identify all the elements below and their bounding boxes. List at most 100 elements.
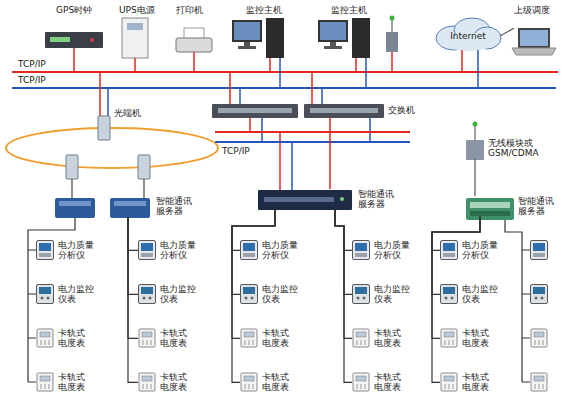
rail-meter-icon <box>241 373 257 391</box>
rail-meter-icon <box>139 373 155 391</box>
meter-node: 卡轨式电度表 <box>36 328 87 349</box>
meter-node: 卡轨式电度表 <box>36 372 87 393</box>
device-label: 打印机 <box>176 5 203 15</box>
wire <box>239 88 241 104</box>
gps-clock-icon <box>45 32 103 48</box>
node-label: 卡轨式电度表 <box>374 372 403 393</box>
connector <box>474 159 475 196</box>
rail-meter-icon <box>37 329 53 347</box>
meter-node: 电力监控仪表 <box>240 284 300 305</box>
host-tower <box>266 18 284 58</box>
node-label: 卡轨式电度表 <box>462 372 491 393</box>
node-label: 卡轨式电度表 <box>262 372 291 393</box>
power-quality-analyzer-icon <box>139 241 156 260</box>
wire <box>229 72 231 104</box>
rail-meter-icon <box>531 373 547 391</box>
node-label: 电力监控仪表 <box>462 284 500 305</box>
node-label: 打印机 <box>176 5 203 15</box>
connector <box>232 210 275 339</box>
host-tower <box>352 18 370 58</box>
rail-meter-icon <box>353 329 369 347</box>
meter-node: 卡轨式电度表 <box>352 372 403 393</box>
connector <box>329 117 331 189</box>
server-body <box>110 198 150 218</box>
switch-ports <box>218 108 292 113</box>
antenna <box>392 20 393 32</box>
node-label: 智能通讯服务器 <box>358 189 396 210</box>
red-wires <box>74 48 462 190</box>
rail-meter-icon <box>441 329 457 347</box>
server-panel <box>470 202 510 208</box>
host-icon <box>232 18 284 58</box>
node-label: 电力质量分析仪 <box>262 240 300 261</box>
node-label: 电力监控仪表 <box>58 284 96 305</box>
node-label: 电力监控仪表 <box>374 284 412 305</box>
monitor-base <box>238 46 256 49</box>
printer-body <box>176 38 212 52</box>
power-quality-analyzer-icon <box>441 241 458 260</box>
ups-panel <box>127 23 143 30</box>
tcpip-bus <box>12 71 558 73</box>
switch-body <box>304 104 384 118</box>
internet-cloud <box>436 18 501 51</box>
server-node: 智能通讯服务器 <box>258 189 396 210</box>
optical-ring <box>6 128 218 168</box>
meter-node: 卡轨式电度表 <box>240 372 291 393</box>
optical-transceiver <box>98 116 110 140</box>
protocol-label: TCP/IP <box>222 146 250 156</box>
server-body <box>55 198 95 218</box>
node-label: 智能通讯服务器 <box>156 196 194 217</box>
wireless-module-icon <box>466 122 484 161</box>
server-node: 智能通讯服务器 <box>110 196 194 217</box>
device-label: UPS电源 <box>119 5 155 15</box>
meter-node: 卡轨式电度表 <box>240 328 291 349</box>
rail-meter-icon <box>37 373 53 391</box>
connector <box>500 28 514 36</box>
meter-bus-wire <box>505 220 530 382</box>
meter-node: 电力质量分析仪 <box>138 240 198 261</box>
switch-icon <box>212 104 298 118</box>
laptop-node: 上级调度 <box>514 5 550 51</box>
laptop-base <box>512 48 556 55</box>
node-label: 电力质量分析仪 <box>58 240 96 261</box>
server-ports <box>470 211 510 216</box>
connector <box>128 217 138 383</box>
wire <box>73 48 75 72</box>
gps-clock-display <box>50 37 70 42</box>
power-monitor-icon <box>531 285 548 304</box>
optical-transceiver-icons <box>66 116 150 179</box>
monitor-screen <box>320 22 346 40</box>
antenna-tip <box>473 122 478 127</box>
meter-node: 卡轨式电度表 <box>138 372 189 393</box>
wire <box>134 58 136 72</box>
wire <box>369 118 371 142</box>
meter-icons <box>37 241 548 392</box>
device-label: 监控主机 <box>331 5 367 15</box>
connector <box>335 210 352 383</box>
meter-node: 电力监控仪表 <box>36 284 96 305</box>
wire <box>261 118 263 142</box>
meter-node: 电力质量分析仪 <box>36 240 96 261</box>
gps-clock-body <box>45 32 103 48</box>
comm-server-icon <box>55 198 95 218</box>
power-quality-analyzer-icon <box>37 241 54 260</box>
antenna <box>475 126 476 140</box>
node-label: 监控主机 <box>331 5 367 15</box>
optical-transceiver <box>66 155 78 179</box>
protocol-label: TCP/IP <box>18 59 46 69</box>
tcpip-bus <box>12 87 556 89</box>
node-label: 电力监控仪表 <box>262 284 300 305</box>
comm-server-icon <box>466 198 514 220</box>
wire <box>391 52 393 72</box>
gps-clock-light <box>90 38 94 42</box>
wire <box>71 179 72 198</box>
antenna-tip <box>390 16 395 21</box>
monitor-base <box>324 46 342 49</box>
host-icon <box>318 18 370 58</box>
node-label: Internet <box>450 31 486 41</box>
connector <box>128 217 138 339</box>
server-panel <box>114 201 146 206</box>
server-body <box>258 190 352 210</box>
